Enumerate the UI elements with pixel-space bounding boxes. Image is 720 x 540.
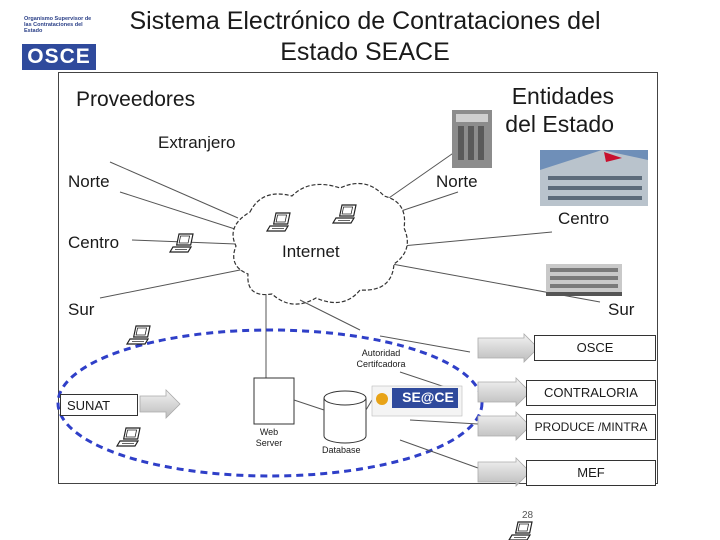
seace-logo-text: SE@CE (402, 389, 454, 405)
database-label: Database (322, 445, 361, 455)
title-line-1: Sistema Electrónico de Contrataciones de… (129, 7, 601, 35)
output-box-mef: MEF (526, 460, 656, 486)
label-sur-left: Sur (68, 300, 95, 319)
label-norte-right: Norte (436, 172, 478, 191)
web-server-label: Web Server (254, 427, 284, 449)
proveedores-heading: Proveedores (76, 88, 196, 111)
modern-building-icon (546, 264, 622, 296)
web-line-2: Server (255, 438, 283, 448)
government-building-icon (452, 110, 492, 168)
seace-platform-ring (56, 328, 484, 478)
osce-logo: Organismo Supervisor de las Contratacion… (22, 14, 96, 70)
line-norte-cloud (119, 191, 239, 231)
web-line-1: Web (259, 427, 279, 437)
label-centro-left: Centro (68, 233, 120, 252)
entidades-line-1: Entidades (511, 83, 614, 109)
title-line-2: Estado SEACE (280, 38, 450, 66)
line-seace-produce (409, 419, 479, 425)
computer-icon (116, 427, 141, 447)
line-database-seace (365, 399, 373, 411)
arrow-contraloria (477, 377, 531, 407)
computer-icon (169, 233, 194, 253)
computer-icon (508, 521, 533, 540)
output-box-produce-mintra: PRODUCE /MINTRA (526, 414, 656, 440)
output-box-contraloria: CONTRALORIA (526, 380, 656, 406)
autoridad-certificadora-label: Autoridad Certifcadora (352, 348, 410, 370)
line-rnorte-cloud (391, 191, 459, 215)
label-centro-right: Centro (558, 209, 610, 228)
label-sur-right: Sur (608, 300, 635, 319)
line-rcentro-cloud (401, 231, 553, 247)
computer-icon (126, 325, 151, 345)
output-box-osce: OSCE (534, 335, 656, 361)
arrow-sunat (139, 389, 181, 419)
diagram-frame (58, 72, 658, 484)
office-building-icon (540, 150, 648, 206)
label-extranjero: Extranjero (158, 133, 236, 152)
line-autoridad-osce (379, 335, 471, 353)
autoridad-line-1: Autoridad (361, 348, 401, 358)
database-cylinder (323, 390, 367, 444)
seace-logo (371, 385, 463, 417)
line-extranjero-cloud (109, 161, 239, 219)
arrow-osce (477, 333, 539, 363)
line-cloud-autoridad (299, 299, 361, 331)
slide-title: Sistema Electrónico de Contrataciones de… (110, 6, 620, 68)
web-server-box (253, 377, 295, 425)
output-arrows (139, 333, 539, 487)
logo-acronym: OSCE (22, 44, 96, 70)
logo-org-text: Organismo Supervisor de las Contratacion… (24, 16, 92, 34)
sunat-box: SUNAT (60, 394, 138, 416)
line-seace-mef (399, 439, 479, 469)
left-connection-lines (99, 161, 251, 299)
line-sur-cloud (99, 267, 251, 299)
autoridad-line-2: Certifcadora (356, 359, 406, 369)
arrow-mef (477, 457, 531, 487)
page-number: 28 (522, 510, 534, 521)
internet-label: Internet (282, 242, 340, 261)
entidades-line-2: del Estado (505, 111, 614, 137)
label-norte-left: Norte (68, 172, 110, 191)
arrow-produce (477, 411, 531, 441)
entidades-heading: Entidades del Estado (498, 82, 614, 138)
line-webserver-database (293, 399, 325, 411)
